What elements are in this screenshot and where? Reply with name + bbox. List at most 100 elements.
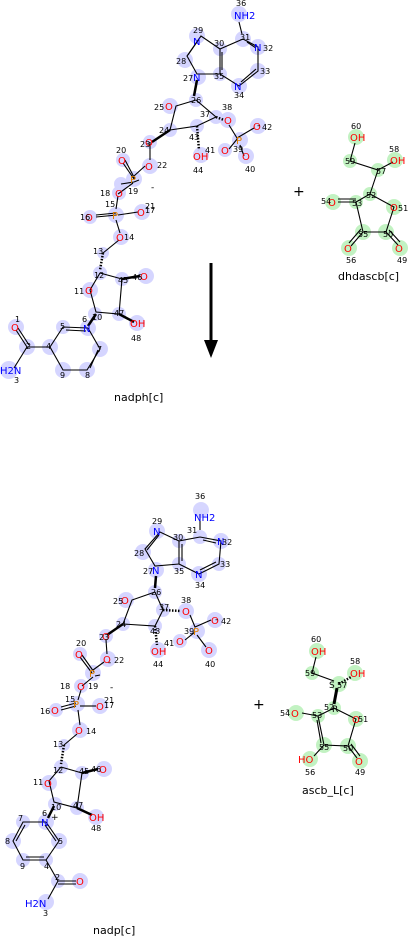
svg-text:30: 30 xyxy=(173,533,183,542)
svg-text:55: 55 xyxy=(358,230,368,239)
svg-text:O: O xyxy=(11,323,19,334)
svg-text:O: O xyxy=(352,715,360,726)
nadp-nh2-label: NH2 xyxy=(194,513,215,524)
svg-text:46: 46 xyxy=(91,765,101,774)
nadph-molecule: NH2 N N N N O O P O O O OH O O O P O P O… xyxy=(0,0,273,404)
svg-text:23: 23 xyxy=(99,633,109,642)
svg-text:48: 48 xyxy=(131,334,141,343)
svg-text:26: 26 xyxy=(151,588,161,597)
svg-text:O: O xyxy=(85,213,93,224)
svg-text:35: 35 xyxy=(214,72,224,81)
svg-text:38: 38 xyxy=(181,596,191,605)
svg-text:O: O xyxy=(291,709,299,720)
svg-text:47: 47 xyxy=(73,801,83,810)
svg-text:21: 21 xyxy=(104,696,114,705)
nadp-molecule: NH2 N N N N O O P O O O OH O O O P O P O… xyxy=(5,492,232,937)
svg-text:59: 59 xyxy=(345,157,355,166)
svg-text:56: 56 xyxy=(305,768,315,777)
svg-text:17: 17 xyxy=(145,206,155,215)
svg-text:53: 53 xyxy=(352,199,362,208)
svg-text:20: 20 xyxy=(116,146,126,155)
svg-text:51: 51 xyxy=(358,715,368,724)
svg-text:34: 34 xyxy=(234,91,244,100)
svg-text:O: O xyxy=(77,682,85,693)
svg-text:59: 59 xyxy=(305,669,315,678)
svg-text:44: 44 xyxy=(193,166,203,175)
nadp-bonds xyxy=(12,514,222,900)
svg-text:O: O xyxy=(116,233,124,244)
svg-text:37: 37 xyxy=(159,603,169,612)
svg-text:P: P xyxy=(236,136,242,147)
svg-text:O: O xyxy=(85,286,93,297)
svg-text:13: 13 xyxy=(53,740,63,749)
svg-text:9: 9 xyxy=(20,862,25,871)
svg-text:O: O xyxy=(76,877,84,888)
ascb-l-atom-labels: OH OH O - O HO O S R xyxy=(286,647,365,768)
svg-text:N: N xyxy=(193,37,200,48)
svg-text:-: - xyxy=(110,683,113,693)
svg-text:N: N xyxy=(234,82,241,93)
svg-text:O: O xyxy=(140,272,148,283)
svg-text:54: 54 xyxy=(280,709,290,718)
svg-text:26: 26 xyxy=(191,96,201,105)
svg-text:39: 39 xyxy=(233,145,243,154)
svg-text:35: 35 xyxy=(174,567,184,576)
svg-text:23: 23 xyxy=(140,140,150,149)
svg-text:40: 40 xyxy=(245,165,255,174)
svg-text:27: 27 xyxy=(143,567,153,576)
svg-text:10: 10 xyxy=(92,313,102,322)
svg-text:52: 52 xyxy=(324,703,334,712)
svg-text:O: O xyxy=(99,765,107,776)
svg-text:11: 11 xyxy=(74,287,84,296)
nadph-atom-labels: NH2 N N N N O O P O O O OH O O O P O P O… xyxy=(0,11,261,377)
nadph-bonds xyxy=(13,21,259,371)
svg-text:HO: HO xyxy=(298,755,314,766)
svg-text:O: O xyxy=(182,607,190,618)
svg-text:52: 52 xyxy=(366,191,376,200)
svg-text:7: 7 xyxy=(18,814,23,823)
svg-text:1: 1 xyxy=(15,315,20,324)
svg-text:R: R xyxy=(332,705,338,715)
nadp-atom-highlights xyxy=(5,502,229,910)
svg-text:O: O xyxy=(328,198,336,209)
svg-text:40: 40 xyxy=(205,660,215,669)
svg-text:P: P xyxy=(193,627,199,638)
svg-text:5: 5 xyxy=(58,837,63,846)
svg-text:7: 7 xyxy=(97,345,102,354)
svg-text:O: O xyxy=(118,156,126,167)
svg-text:3: 3 xyxy=(14,376,19,385)
svg-text:31: 31 xyxy=(187,526,197,535)
svg-text:OH: OH xyxy=(311,647,326,658)
svg-text:31: 31 xyxy=(240,33,250,42)
nadp-atom-labels: NH2 N N N N O O P O O O OH O O O P O P O… xyxy=(25,513,224,910)
svg-text:36: 36 xyxy=(236,0,246,8)
svg-text:O: O xyxy=(137,208,145,219)
svg-text:22: 22 xyxy=(114,656,124,665)
svg-text:54: 54 xyxy=(321,197,331,206)
svg-text:N: N xyxy=(193,73,200,84)
svg-text:29: 29 xyxy=(193,26,203,35)
dhdascb-label: dhdascb[c] xyxy=(338,270,399,283)
svg-text:16: 16 xyxy=(40,707,50,716)
svg-text:22: 22 xyxy=(157,161,167,170)
svg-text:OH: OH xyxy=(89,813,104,824)
svg-text:O: O xyxy=(115,189,123,200)
svg-text:46: 46 xyxy=(132,273,142,282)
svg-text:33: 33 xyxy=(260,67,270,76)
svg-text:O: O xyxy=(165,102,173,113)
svg-text:P: P xyxy=(89,669,95,680)
svg-text:N: N xyxy=(83,324,90,335)
svg-text:42: 42 xyxy=(221,617,231,626)
svg-text:N: N xyxy=(41,818,48,829)
svg-text:O: O xyxy=(103,655,111,666)
svg-text:4: 4 xyxy=(44,862,49,871)
svg-text:O: O xyxy=(344,244,352,255)
svg-text:27: 27 xyxy=(183,74,193,83)
svg-text:-: - xyxy=(108,658,111,668)
